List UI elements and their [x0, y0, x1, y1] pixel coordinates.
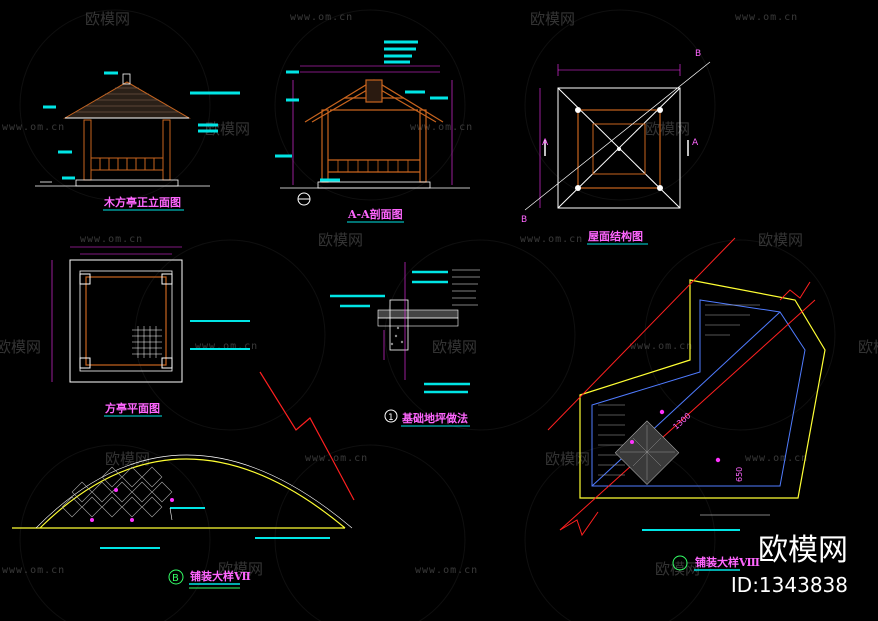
brand-id: ID:1343838: [730, 573, 848, 597]
watermark-brand: 欧模网: [0, 338, 42, 356]
watermark-url: www.om.cn: [735, 12, 799, 23]
paving-detail-c-drawing: [547, 237, 826, 537]
watermark-url: www.om.cn: [2, 565, 66, 576]
watermark-brand: 欧模网: [655, 560, 701, 578]
watermark-brand: 欧模网: [530, 10, 576, 28]
watermark-url: www.om.cn: [305, 453, 369, 464]
watermark-brand: 欧模网: [85, 10, 131, 28]
roof-structure-drawing: [524, 61, 711, 211]
watermark-url: www.om.cn: [415, 565, 479, 576]
watermark-brand: 欧模网: [645, 120, 691, 138]
roof-structure-title: 屋面结构图: [588, 229, 643, 243]
foundation-title: 基础地坪做法: [401, 411, 468, 425]
plan-drawing: [51, 246, 250, 383]
dimension-650: 650: [735, 467, 744, 482]
brand-logo: 欧模网: [758, 533, 848, 568]
section-mark-a-right: A: [692, 138, 699, 148]
section-mark-b-top: B: [695, 49, 701, 59]
watermark-url: www.om.cn: [745, 453, 809, 464]
watermark-url: www.om.cn: [80, 234, 144, 245]
watermark-url: www.om.cn: [410, 122, 474, 133]
section-mark-a-left: A: [542, 138, 549, 148]
watermark-brand: 欧模网: [758, 231, 804, 249]
section-aa-drawing: [275, 40, 470, 206]
detail-c-title: 铺装大样Ⅷ: [695, 555, 760, 569]
dimension-1300: 1300: [671, 411, 692, 431]
section-aa-title: A-A剖面图: [347, 207, 403, 221]
watermark-brand: 欧模网: [432, 338, 478, 356]
watermark-url: www.om.cn: [290, 12, 354, 23]
watermark-brand: 欧模网: [858, 338, 878, 356]
foundation-number: 1: [388, 413, 394, 423]
watermark-url: www.om.cn: [520, 234, 584, 245]
watermark-brand: 欧模网: [105, 450, 151, 468]
foundation-drawing: [330, 262, 480, 394]
detail-b-letter: B: [172, 573, 179, 584]
front-elevation-title: 木方亭正立面图: [103, 195, 181, 209]
detail-b-title: 铺装大样Ⅶ: [190, 569, 251, 583]
front-elevation-drawing: [35, 71, 240, 187]
plan-title: 方亭平面图: [105, 401, 160, 415]
watermark-brand: 欧模网: [318, 231, 364, 249]
watermark-brand: 欧模网: [545, 450, 591, 468]
watermark-brand: 欧模网: [218, 560, 264, 578]
paving-detail-b-drawing: [12, 371, 355, 549]
watermark-url: www.om.cn: [195, 341, 259, 352]
watermark-url: www.om.cn: [630, 341, 694, 352]
watermark-url: www.om.cn: [2, 122, 66, 133]
section-mark-b-bottom: B: [521, 215, 527, 225]
